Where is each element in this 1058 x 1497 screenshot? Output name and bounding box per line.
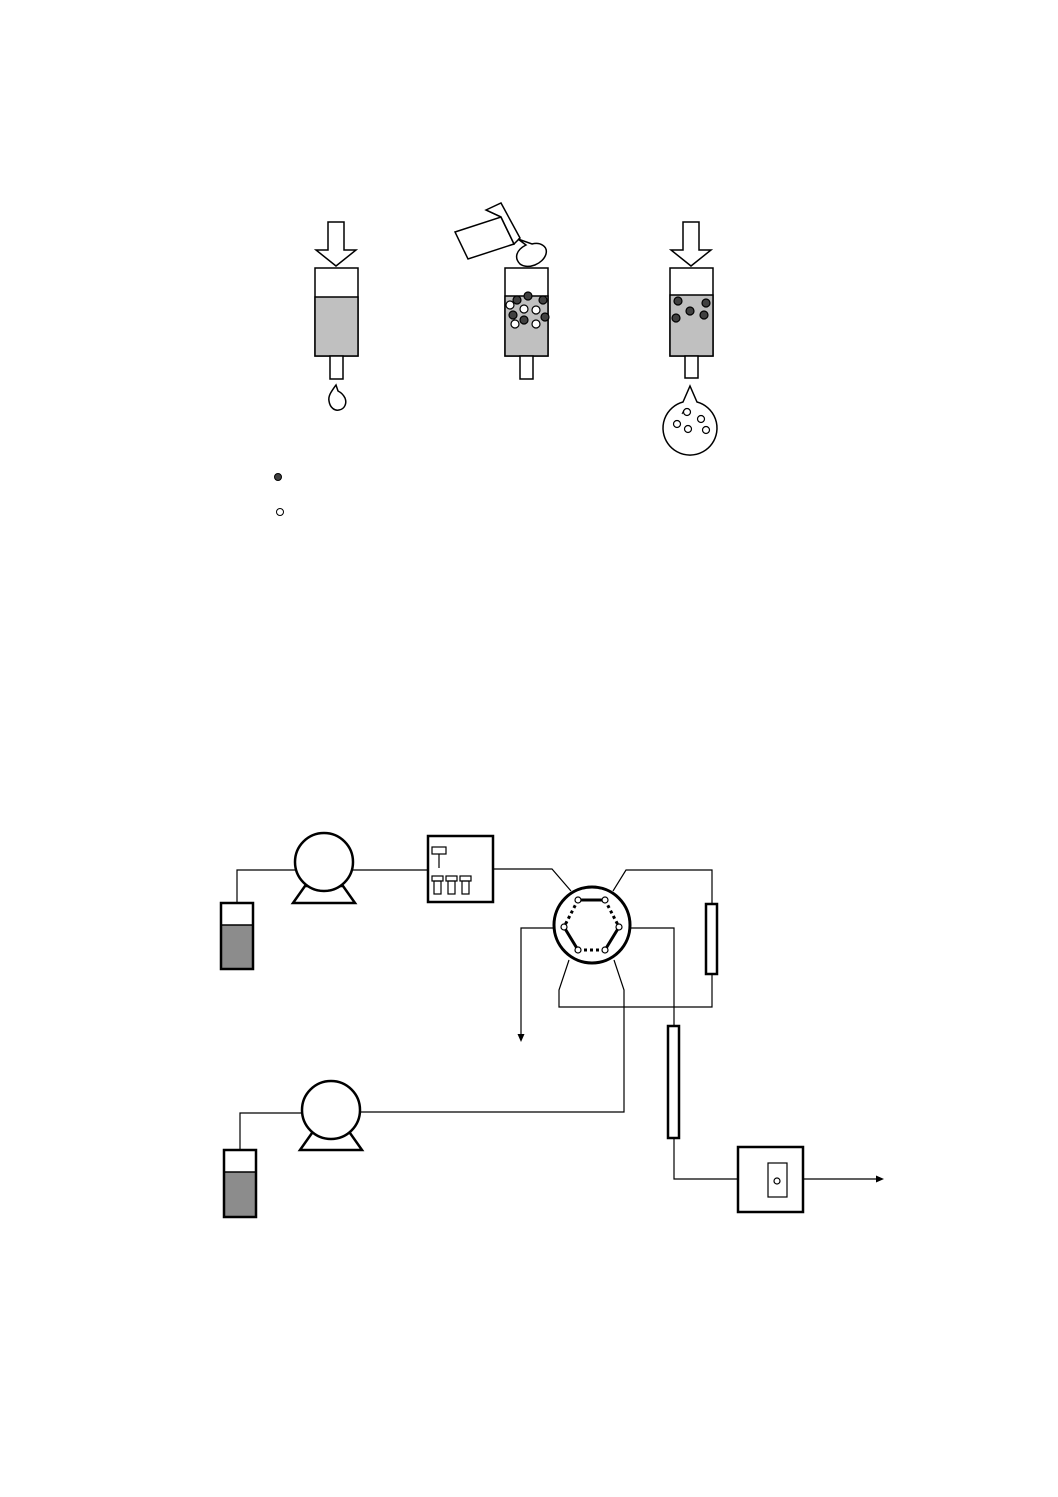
poured-drop-icon — [515, 238, 548, 268]
sorbent-bed — [314, 296, 359, 357]
step-elute — [662, 221, 718, 456]
pump-1-icon — [290, 831, 358, 905]
retained-particles — [505, 291, 550, 329]
step-condition — [313, 221, 359, 411]
spe-steps-figure — [274, 202, 718, 516]
six-port-valve-icon — [552, 885, 632, 965]
cartridge-tip — [684, 355, 699, 379]
waste-arrow-icon — [517, 1034, 525, 1042]
reservoir-2-icon — [222, 1148, 258, 1219]
push-arrow-icon — [668, 221, 714, 267]
pouring-beaker-icon — [453, 202, 521, 260]
analytical-column-icon — [666, 1024, 681, 1140]
pump-2-icon — [297, 1079, 365, 1152]
outlet-arrow-icon — [876, 1175, 884, 1183]
step-load — [453, 202, 550, 380]
push-arrow-icon — [313, 221, 359, 267]
eluted-particles — [672, 407, 711, 435]
cartridge-icon — [314, 267, 359, 380]
open-particle-icon — [276, 508, 284, 516]
hplc-flow-diagram — [219, 831, 884, 1219]
reservoir-1-icon — [219, 901, 255, 971]
tubing — [236, 868, 876, 1180]
cartridge-tip — [519, 355, 534, 380]
cartridge-tip — [329, 355, 344, 380]
trap-column-icon — [704, 902, 719, 976]
filled-particle-icon — [274, 473, 282, 481]
legend — [274, 473, 284, 516]
droplet-icon — [328, 383, 347, 411]
detector-icon — [736, 1145, 805, 1214]
collected-drop-icon — [662, 384, 718, 456]
retained-particles — [671, 296, 711, 323]
cartridge-icon — [669, 267, 714, 379]
autosampler-icon — [426, 834, 495, 904]
valve-ports — [560, 896, 623, 954]
